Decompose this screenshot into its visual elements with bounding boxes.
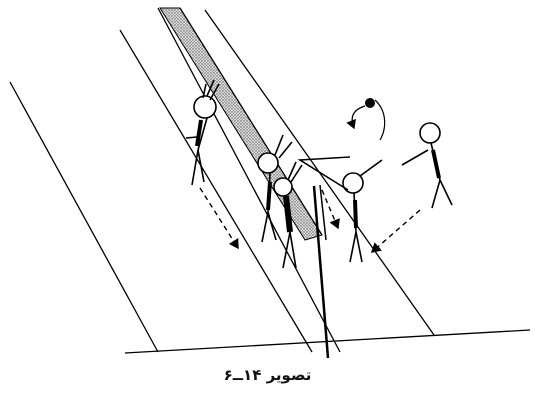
player-head [419, 122, 441, 144]
ball-trajectory [346, 105, 366, 130]
court-line-right [157, 7, 341, 353]
court-line-far-left [9, 81, 159, 353]
player-head [273, 177, 293, 197]
movement-arrow-left-back [199, 187, 239, 250]
player-head [342, 172, 364, 194]
movement-arrow-middle [321, 189, 340, 230]
movement-arrow-back [370, 209, 421, 253]
player-blocker-middle [257, 134, 293, 243]
court-line-left [119, 29, 313, 353]
player-attacker-front [297, 156, 383, 263]
player-head [193, 95, 217, 119]
player-blocker-front [273, 161, 303, 269]
ball-curve-right [374, 99, 386, 141]
player-attacker-back [401, 122, 453, 209]
net-edge [179, 7, 323, 236]
net-band [159, 7, 323, 241]
ball [365, 98, 375, 108]
player-blocker-left-back [185, 79, 220, 186]
net-post [312, 184, 330, 359]
figure-caption: تصویر ۱۴ــ۶ [223, 366, 312, 384]
player-head [257, 152, 279, 174]
